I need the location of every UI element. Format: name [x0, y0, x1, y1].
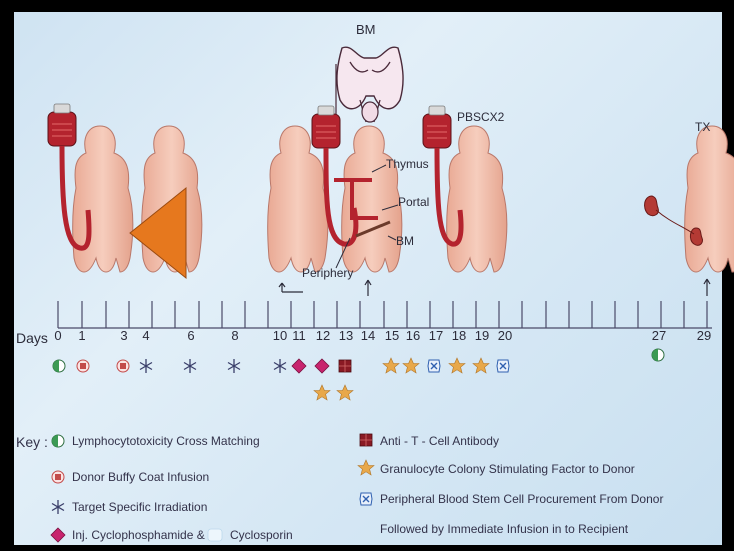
- irradiation-icon-day4: [140, 359, 152, 373]
- key-title: Key :: [16, 434, 48, 450]
- crossmatch-icon-day0: [53, 360, 65, 372]
- day-label: 17: [429, 328, 443, 343]
- day-label: 15: [385, 328, 399, 343]
- anti-t-cell-icon-day13: [339, 360, 351, 372]
- bracket-arrow: [279, 283, 303, 292]
- key-item-label: Cyclosporin: [230, 528, 293, 542]
- gcsf-icon-day13: [337, 385, 353, 400]
- key-item-label: Followed by Immediate Infusion in to Rec…: [380, 522, 628, 536]
- tx-label: TX: [695, 120, 710, 134]
- day-label: 14: [361, 328, 375, 343]
- key-item-label: Target Specific Irradiation: [72, 500, 207, 514]
- irradiation-icon-day8: [228, 359, 240, 373]
- recipient-figure-6: [685, 126, 734, 272]
- buffy-coat-icon-day3: [117, 360, 129, 372]
- buffy-coat-icon-day1: [77, 360, 89, 372]
- crossmatch-icon-day27: [652, 349, 664, 361]
- pbsc-icon-day20: [497, 360, 509, 372]
- timeline-axis: [58, 301, 712, 328]
- key-cyclosporin-icon: [208, 529, 222, 541]
- pbscx2-label: PBSCX2: [457, 110, 504, 124]
- day-label: 12: [316, 328, 330, 343]
- pbsc-icon-day17: [428, 360, 440, 372]
- bm-top-label: BM: [356, 22, 376, 37]
- days-label: Days: [16, 330, 48, 346]
- day-label: 1: [78, 328, 85, 343]
- gcsf-icon-day16: [403, 358, 419, 373]
- day-label: 29: [697, 328, 711, 343]
- key-pbsc-icon: [360, 493, 372, 505]
- key-item-label: Lymphocytotoxicity Cross Matching: [72, 434, 260, 448]
- key-item-label: Anti - T - Cell Antibody: [380, 434, 499, 448]
- thymus-label: Thymus: [386, 157, 429, 171]
- pelvis-bone-marrow-icon: [337, 47, 403, 122]
- key-item-label: Granulocyte Colony Stimulating Factor to…: [380, 462, 635, 476]
- bm-inner-label: BM: [396, 234, 414, 248]
- day-label: 19: [475, 328, 489, 343]
- key-buffy-coat-icon: [52, 471, 64, 483]
- periphery-label: Periphery: [302, 266, 353, 280]
- cyclophosphamide-icon-day11: [292, 359, 306, 373]
- cyclophosphamide-icon-day12: [315, 359, 329, 373]
- key-gcsf-icon: [358, 460, 374, 475]
- gcsf-icon-day15: [383, 358, 399, 373]
- day-label: 10: [273, 328, 287, 343]
- irradiation-icon-day6: [184, 359, 196, 373]
- day-label: 13: [339, 328, 353, 343]
- day-label: 0: [54, 328, 61, 343]
- key-item-label: Peripheral Blood Stem Cell Procurement F…: [380, 492, 663, 506]
- key-anti-t-cell-icon: [360, 434, 372, 446]
- day29-arrow: [704, 279, 710, 296]
- gcsf-icon-day12: [314, 385, 330, 400]
- key-irradiation-icon: [52, 500, 64, 514]
- day-label: 3: [120, 328, 127, 343]
- portal-label: Portal: [398, 195, 429, 209]
- key-item-label: Inj. Cyclophosphamide &: [72, 528, 205, 542]
- irradiation-icon-day10: [274, 359, 286, 373]
- day-label: 8: [231, 328, 238, 343]
- day-label: 20: [498, 328, 512, 343]
- day-label: 27: [652, 328, 666, 343]
- key-cyclophosphamide-icon: [51, 528, 65, 542]
- gcsf-icon-day19: [473, 358, 489, 373]
- key-item-label: Donor Buffy Coat Infusion: [72, 470, 209, 484]
- key-crossmatch-icon: [52, 435, 64, 447]
- day14-arrow: [365, 280, 371, 296]
- recipient-figure-5: [447, 126, 507, 272]
- gcsf-icon-day18: [449, 358, 465, 373]
- day-label: 4: [142, 328, 149, 343]
- day-label: 18: [452, 328, 466, 343]
- day-label: 16: [406, 328, 420, 343]
- day-label: 6: [187, 328, 194, 343]
- day-label: 11: [292, 328, 306, 343]
